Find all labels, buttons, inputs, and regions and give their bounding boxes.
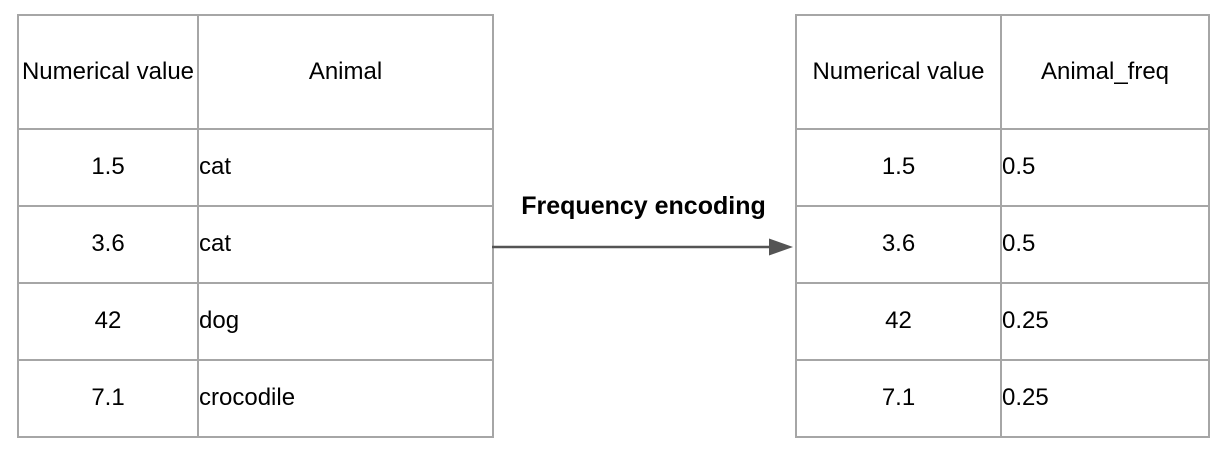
table-row: 42 dog — [17, 282, 494, 361]
table-row: 7.1 0.25 — [795, 359, 1210, 438]
cell-numerical-value: 1.5 — [17, 128, 199, 207]
table-row: 3.6 cat — [17, 205, 494, 284]
original-data-table: Numerical value Animal 1.5 cat 3.6 cat 4… — [17, 14, 494, 438]
table-header-row: Numerical value Animal_freq — [795, 14, 1210, 130]
header-cell-numerical-value: Numerical value — [17, 14, 199, 130]
header-cell-animal-freq: Animal_freq — [1000, 14, 1210, 130]
cell-numerical-value: 7.1 — [17, 359, 199, 438]
cell-numerical-value: 42 — [795, 282, 1002, 361]
cell-numerical-value: 7.1 — [795, 359, 1002, 438]
cell-animal-freq: 0.5 — [1000, 128, 1210, 207]
arrow-label: Frequency encoding — [521, 192, 766, 220]
cell-numerical-value: 3.6 — [17, 205, 199, 284]
cell-animal-freq: 0.25 — [1000, 359, 1210, 438]
cell-animal: crocodile — [197, 359, 494, 438]
cell-animal: cat — [197, 205, 494, 284]
right-arrow-icon — [492, 238, 793, 256]
table-row: 1.5 cat — [17, 128, 494, 207]
cell-animal-freq: 0.25 — [1000, 282, 1210, 361]
cell-animal: dog — [197, 282, 494, 361]
table-row: 1.5 0.5 — [795, 128, 1210, 207]
cell-numerical-value: 1.5 — [795, 128, 1002, 207]
encoded-data-table: Numerical value Animal_freq 1.5 0.5 3.6 … — [795, 14, 1210, 438]
cell-animal-freq: 0.5 — [1000, 205, 1210, 284]
transformation-arrow-group: Frequency encoding — [492, 190, 795, 259]
header-cell-animal: Animal — [197, 14, 494, 130]
cell-numerical-value: 3.6 — [795, 205, 1002, 284]
table-header-row: Numerical value Animal — [17, 14, 494, 130]
cell-numerical-value: 42 — [17, 282, 199, 361]
header-cell-numerical-value: Numerical value — [795, 14, 1002, 130]
table-row: 42 0.25 — [795, 282, 1210, 361]
cell-animal: cat — [197, 128, 494, 207]
table-row: 7.1 crocodile — [17, 359, 494, 438]
table-row: 3.6 0.5 — [795, 205, 1210, 284]
